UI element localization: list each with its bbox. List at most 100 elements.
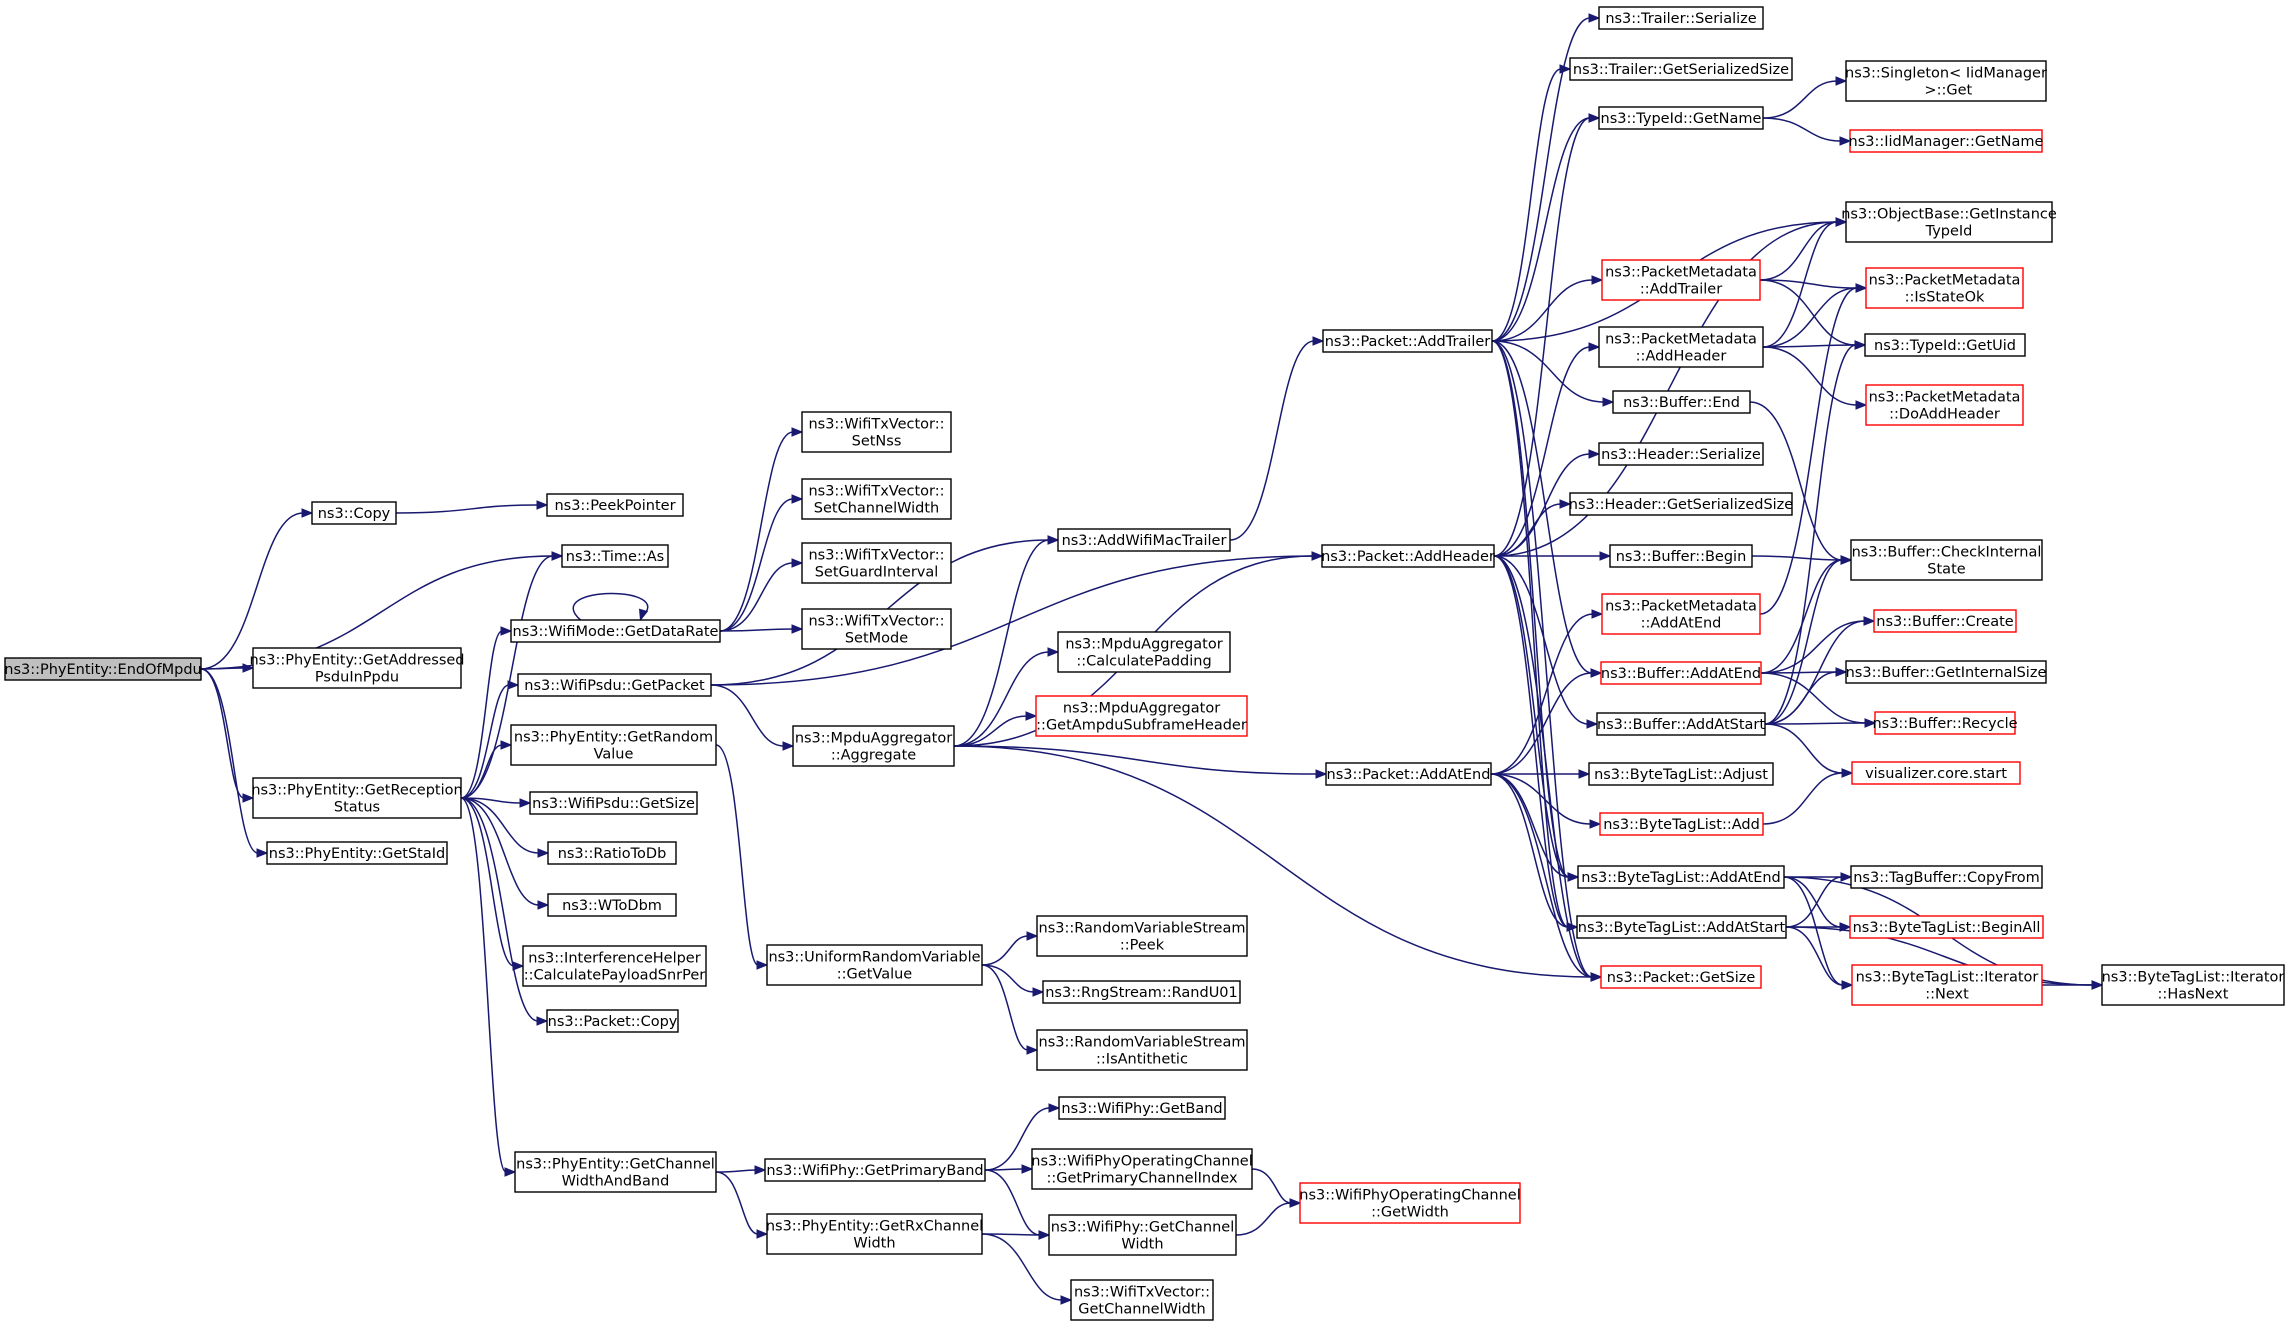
node-bufferrecycle[interactable]: ns3::Buffer::Recycle (1872, 711, 2018, 735)
node-getdatarate[interactable]: ns3::WifiMode::GetDataRate (510, 619, 721, 643)
node-calcpadding[interactable]: ns3::MpduAggregator::CalculatePadding (1057, 631, 1231, 673)
edge-getprimaryband-to-getband (984, 1103, 1061, 1171)
node-getinternalsize[interactable]: ns3::Buffer::GetInternalSize (1845, 660, 2047, 684)
node-getampdusubframe[interactable]: ns3::MpduAggregator::GetAmpduSubframeHea… (1035, 695, 1248, 737)
node-box (510, 619, 721, 643)
node-calcsnr[interactable]: ns3::InterferenceHelper::CalculatePayloa… (522, 945, 707, 987)
node-txgetchannelwidth[interactable]: ns3::WifiTxVector::GetChannelWidth (1070, 1279, 1214, 1321)
node-headergetsize[interactable]: ns3::Header::GetSerializedSize (1569, 492, 1794, 516)
arrowhead (1021, 1164, 1034, 1174)
edge-aggregate-to-calcpadding (953, 647, 1060, 747)
node-pmaddtrailer[interactable]: ns3::PacketMetadata::AddTrailer (1601, 259, 1761, 301)
node-label: ns3::Buffer::Begin (1616, 549, 1747, 565)
node-btladdatend[interactable]: ns3::ByteTagList::AddAtEnd (1577, 865, 1785, 889)
node-getband[interactable]: ns3::WifiPhy::GetBand (1058, 1096, 1226, 1120)
node-singletonget[interactable]: ns3::Singleton< IidManager >::Get (1845, 60, 2047, 102)
node-randu01[interactable]: ns3::RngStream::RandU01 (1042, 980, 1241, 1004)
node-bufferbegin[interactable]: ns3::Buffer::Begin (1609, 544, 1753, 568)
node-iteratornext[interactable]: ns3::ByteTagList::Iterator::Next (1851, 964, 2043, 1006)
edge-uniformgetvalue-to-rvspeek (981, 931, 1039, 966)
node-box (1600, 965, 1762, 989)
node-setnss[interactable]: ns3::WifiTxVector::SetNss (801, 411, 952, 453)
edge-aggregate-to-addwifimactrailer (953, 535, 1060, 747)
node-copy[interactable]: ns3::Copy (311, 501, 397, 525)
node-uniformgetvalue[interactable]: ns3::UniformRandomVariable::GetValue (766, 944, 983, 986)
node-addwifimactrailer[interactable]: ns3::AddWifiMacTrailer (1057, 528, 1231, 552)
node-opchangetwidth[interactable]: ns3::WifiPhyOperatingChannel::GetWidth (1299, 1182, 1521, 1224)
node-label: ns3::RatioToDb (558, 846, 667, 862)
node-timeas[interactable]: ns3::Time::As (561, 544, 669, 568)
edge-line (1491, 340, 1593, 674)
node-headerserialize[interactable]: ns3::Header::Serialize (1598, 442, 1764, 466)
node-pmisstateok[interactable]: ns3::PacketMetadata::IsStateOk (1865, 267, 2024, 309)
node-peekpointer[interactable]: ns3::PeekPointer (546, 493, 684, 517)
node-iidgetname[interactable]: ns3::IidManager::GetName (1849, 129, 2044, 153)
node-getprimarychannelindex[interactable]: ns3::WifiPhyOperatingChannel::GetPrimary… (1031, 1148, 1253, 1190)
node-trailergetsize[interactable]: ns3::Trailer::GetSerializedSize (1569, 57, 1793, 81)
node-bufferend[interactable]: ns3::Buffer::End (1612, 390, 1751, 414)
arrowhead (256, 848, 269, 858)
edge-line (1491, 17, 1591, 342)
node-aggregate[interactable]: ns3::MpduAggregator::Aggregate (792, 725, 955, 767)
node-pmaddatend[interactable]: ns3::PacketMetadata::AddAtEnd (1601, 593, 1761, 635)
node-getpacket[interactable]: ns3::WifiPsdu::GetPacket (517, 673, 712, 697)
node-box (1035, 695, 1248, 737)
node-label: ns3::PhyEntity::GetRxChannel (766, 1219, 983, 1235)
node-box (1851, 761, 2021, 785)
node-setchannelwidth[interactable]: ns3::WifiTxVector::SetChannelWidth (801, 478, 952, 520)
edge-line (200, 667, 245, 670)
node-psdugetsize[interactable]: ns3::WifiPsdu::GetSize (529, 791, 698, 815)
arrowhead (1863, 616, 1876, 626)
arrowhead (1311, 551, 1324, 561)
node-label: ns3::Header::Serialize (1601, 447, 1761, 463)
edge-bufferaddatstart-to-typeidgetuid (1764, 340, 1867, 725)
node-bufferaddatstart[interactable]: ns3::Buffer::AddAtStart (1596, 712, 1766, 736)
node-getprimaryband[interactable]: ns3::WifiPhy::GetPrimaryBand (764, 1158, 986, 1182)
node-setguardinterval[interactable]: ns3::WifiTxVector::SetGuardInterval (801, 542, 952, 584)
node-isantithetic[interactable]: ns3::RandomVariableStream::IsAntithetic (1036, 1029, 1248, 1071)
node-box (1048, 1214, 1237, 1256)
node-addheader[interactable]: ns3::Packet::AddHeader (1321, 544, 1495, 568)
node-box (1058, 1096, 1226, 1120)
node-label: ::AddHeader (1636, 349, 1727, 365)
node-box (252, 777, 462, 819)
node-addtrailer[interactable]: ns3::Packet::AddTrailer (1322, 329, 1493, 353)
node-trailerserialize[interactable]: ns3::Trailer::Serialize (1598, 6, 1764, 30)
node-visualizerstart[interactable]: visualizer.core.start (1851, 761, 2021, 785)
node-typeidgetname[interactable]: ns3::TypeId::GetName (1598, 106, 1764, 130)
node-wtodbm[interactable]: ns3::WToDbm (547, 893, 677, 917)
node-btladd[interactable]: ns3::ByteTagList::Add (1599, 812, 1764, 836)
node-copyfrom[interactable]: ns3::TagBuffer::CopyFrom (1850, 865, 2043, 889)
edge-endofmpdu-to-getaddressed (200, 663, 255, 673)
edge-bufferaddatend-to-checkinternal (1760, 555, 1853, 674)
edge-pmaddtrailer-to-typeidgetuid (1759, 279, 1867, 350)
node-btladdatstart[interactable]: ns3::ByteTagList::AddAtStart (1576, 915, 1787, 939)
node-typeidgetuid[interactable]: ns3::TypeId::GetUid (1864, 333, 2026, 357)
node-endofmpdu[interactable]: ns3::PhyEntity::EndOfMpdu (4, 657, 202, 681)
arrowhead (1315, 769, 1328, 779)
node-rvspeek[interactable]: ns3::RandomVariableStream::Peek (1036, 915, 1248, 957)
node-packetaddatend[interactable]: ns3::Packet::AddAtEnd (1325, 762, 1492, 786)
node-setmode[interactable]: ns3::WifiTxVector::SetMode (801, 608, 952, 650)
node-hasnext[interactable]: ns3::ByteTagList::Iterator::HasNext (2101, 964, 2285, 1006)
node-beginall[interactable]: ns3::ByteTagList::BeginAll (1849, 915, 2044, 939)
node-packetcopy[interactable]: ns3::Packet::Copy (546, 1009, 679, 1033)
node-ratiotodb[interactable]: ns3::RatioToDb (547, 841, 677, 865)
node-getstaid[interactable]: ns3::PhyEntity::GetStaId (266, 841, 448, 865)
node-box (1325, 762, 1492, 786)
node-phygetchannelwidth[interactable]: ns3::WifiPhy::GetChannelWidth (1048, 1214, 1237, 1256)
node-packetgetsize[interactable]: ns3::Packet::GetSize (1600, 965, 1762, 989)
node-pmaddheader[interactable]: ns3::PacketMetadata::AddHeader (1598, 326, 1764, 368)
node-pmdoaddheader[interactable]: ns3::PacketMetadata::DoAddHeader (1865, 384, 2024, 426)
node-buffercreate[interactable]: ns3::Buffer::Create (1873, 609, 2017, 633)
node-btladjust[interactable]: ns3::ByteTagList::Adjust (1588, 762, 1774, 786)
node-bufferaddatend[interactable]: ns3::Buffer::AddAtEnd (1600, 661, 1762, 685)
